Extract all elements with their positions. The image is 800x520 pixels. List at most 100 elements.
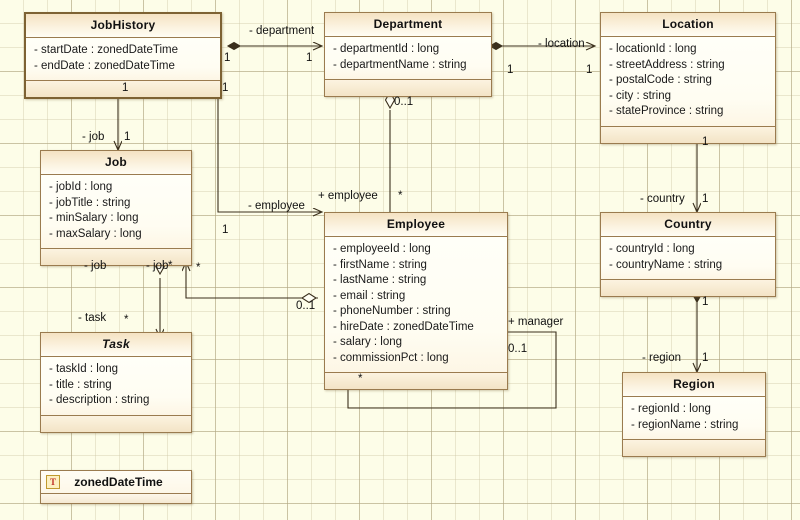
edge-employee-job [186, 262, 318, 299]
label-employee-plus: + employee [318, 190, 378, 202]
label-job-employee: - job [146, 260, 169, 272]
class-job[interactable]: Job - jobId : long - jobTitle : string -… [40, 150, 192, 266]
mult-job-task-star: * [168, 260, 173, 272]
class-country[interactable]: Country - countryId : long - countryName… [600, 212, 776, 297]
class-department-title: Department [325, 13, 491, 37]
attribute: - maxSalary : long [49, 227, 142, 240]
attribute: - regionId : long [631, 403, 711, 415]
class-jobhistory-title: JobHistory [26, 14, 220, 38]
attribute: - departmentId : long [333, 43, 440, 55]
class-task[interactable]: Task - taskId : long - title : string - … [40, 332, 192, 433]
attribute: - jobId : long [49, 181, 113, 193]
class-task-title: Task [41, 333, 191, 357]
class-employee-title: Employee [325, 213, 507, 237]
label-task: - task [78, 312, 107, 324]
mult-manager: 0..1 [508, 343, 528, 355]
mult-jobhistory-job: 1 [122, 82, 129, 94]
edge-jobhistory-employee [217, 92, 322, 212]
class-country-attributes: - countryId : long - countryName : strin… [601, 237, 775, 280]
mult-location-country-source: 1 [702, 136, 709, 148]
class-job-operations [41, 249, 191, 265]
edge-employee-manager [347, 332, 557, 409]
attribute: - departmentName : string [333, 58, 467, 71]
attribute: - postalCode : string [609, 74, 712, 86]
attribute: - phoneNumber : string [333, 305, 451, 317]
attribute: - city : string [609, 89, 671, 102]
datatype-body [41, 494, 191, 503]
class-region[interactable]: Region - regionId : long - regionName : … [622, 372, 766, 457]
attribute: - commissionPct : long [333, 351, 449, 364]
datatype-zoneddatetime[interactable]: T zonedDateTime [40, 470, 192, 504]
attribute: - lastName : string [333, 274, 427, 286]
mult-department-location-source: 1 [507, 64, 514, 76]
label-location: - location [538, 38, 585, 50]
attribute: - countryId : long [609, 243, 695, 255]
attribute: - salary : long [333, 336, 403, 348]
label-job-top: - job [82, 131, 105, 143]
diamond-filled-jobhistory-department [226, 41, 242, 51]
class-country-operations [601, 280, 775, 296]
type-icon: T [46, 475, 60, 489]
class-department[interactable]: Department - departmentId : long - depar… [324, 12, 492, 97]
attribute: - email : string [333, 289, 406, 302]
class-location-attributes: - locationId : long - streetAddress : st… [601, 37, 775, 127]
diamond-filled-department-location [488, 41, 504, 51]
class-department-operations [325, 80, 491, 96]
class-location-operations [601, 126, 775, 143]
class-department-attributes: - departmentId : long - departmentName :… [325, 37, 491, 80]
mult-country-target: 1 [702, 193, 709, 205]
class-jobhistory[interactable]: JobHistory - startDate : zonedDateTime -… [24, 12, 222, 99]
mult-manager-star: * [358, 373, 363, 385]
class-region-attributes: - regionId : long - regionName : string [623, 397, 765, 440]
class-job-title: Job [41, 151, 191, 175]
class-jobhistory-attributes: - startDate : zonedDateTime - endDate : … [26, 38, 220, 81]
class-location-title: Location [601, 13, 775, 37]
class-job-attributes: - jobId : long - jobTitle : string - min… [41, 175, 191, 249]
attribute: - countryName : string [609, 258, 723, 271]
label-department: - department [249, 25, 315, 37]
mult-jobhistory-employee: 1 [222, 82, 229, 94]
class-employee[interactable]: Employee - employeeId : long - firstName… [324, 212, 508, 390]
mult-job-employee-star: * [196, 262, 201, 274]
label-manager: + manager [508, 316, 564, 328]
label-job-task: - job [84, 260, 107, 272]
class-task-operations [41, 415, 191, 432]
label-employee: - employee [248, 200, 305, 212]
attribute: - taskId : long [49, 363, 119, 375]
datatype-name: zonedDateTime [74, 475, 163, 489]
class-employee-operations [325, 373, 507, 389]
attribute: - locationId : long [609, 43, 697, 55]
class-jobhistory-operations [26, 81, 220, 97]
class-country-title: Country [601, 213, 775, 237]
class-region-operations [623, 440, 765, 456]
attribute: - stateProvince : string [609, 105, 724, 117]
class-task-attributes: - taskId : long - title : string - descr… [41, 357, 191, 416]
mult-jobhistory-department-source: 1 [224, 52, 231, 64]
attribute: - hireDate : zonedDateTime [333, 320, 474, 333]
mult-region-target: 1 [702, 352, 709, 364]
attribute: - firstName : string [333, 258, 427, 271]
attribute: - minSalary : long [49, 212, 139, 224]
mult-employee-star: * [398, 190, 403, 202]
class-region-title: Region [623, 373, 765, 397]
datatype-header: T zonedDateTime [41, 471, 191, 494]
mult-task-star: * [124, 314, 129, 326]
mult-location-target: 1 [586, 64, 593, 76]
attribute: - regionName : string [631, 418, 739, 431]
attribute: - title : string [49, 378, 112, 391]
mult-department-target: 1 [306, 52, 313, 64]
label-region: - region [642, 352, 681, 364]
diamond-hollow-employee-job [300, 292, 318, 304]
attribute: - jobTitle : string [49, 196, 131, 209]
attribute: - description : string [49, 394, 150, 406]
class-location[interactable]: Location - locationId : long - streetAdd… [600, 12, 776, 144]
class-employee-attributes: - employeeId : long - firstName : string… [325, 237, 507, 373]
mult-job-top: 1 [124, 131, 131, 143]
mult-employee-source: 1 [222, 224, 229, 236]
attribute: - employeeId : long [333, 243, 431, 255]
attribute: - streetAddress : string [609, 58, 725, 71]
mult-country-region-source: 1 [702, 296, 709, 308]
mult-department-employee: 0..1 [394, 96, 414, 108]
label-country: - country [640, 193, 685, 205]
